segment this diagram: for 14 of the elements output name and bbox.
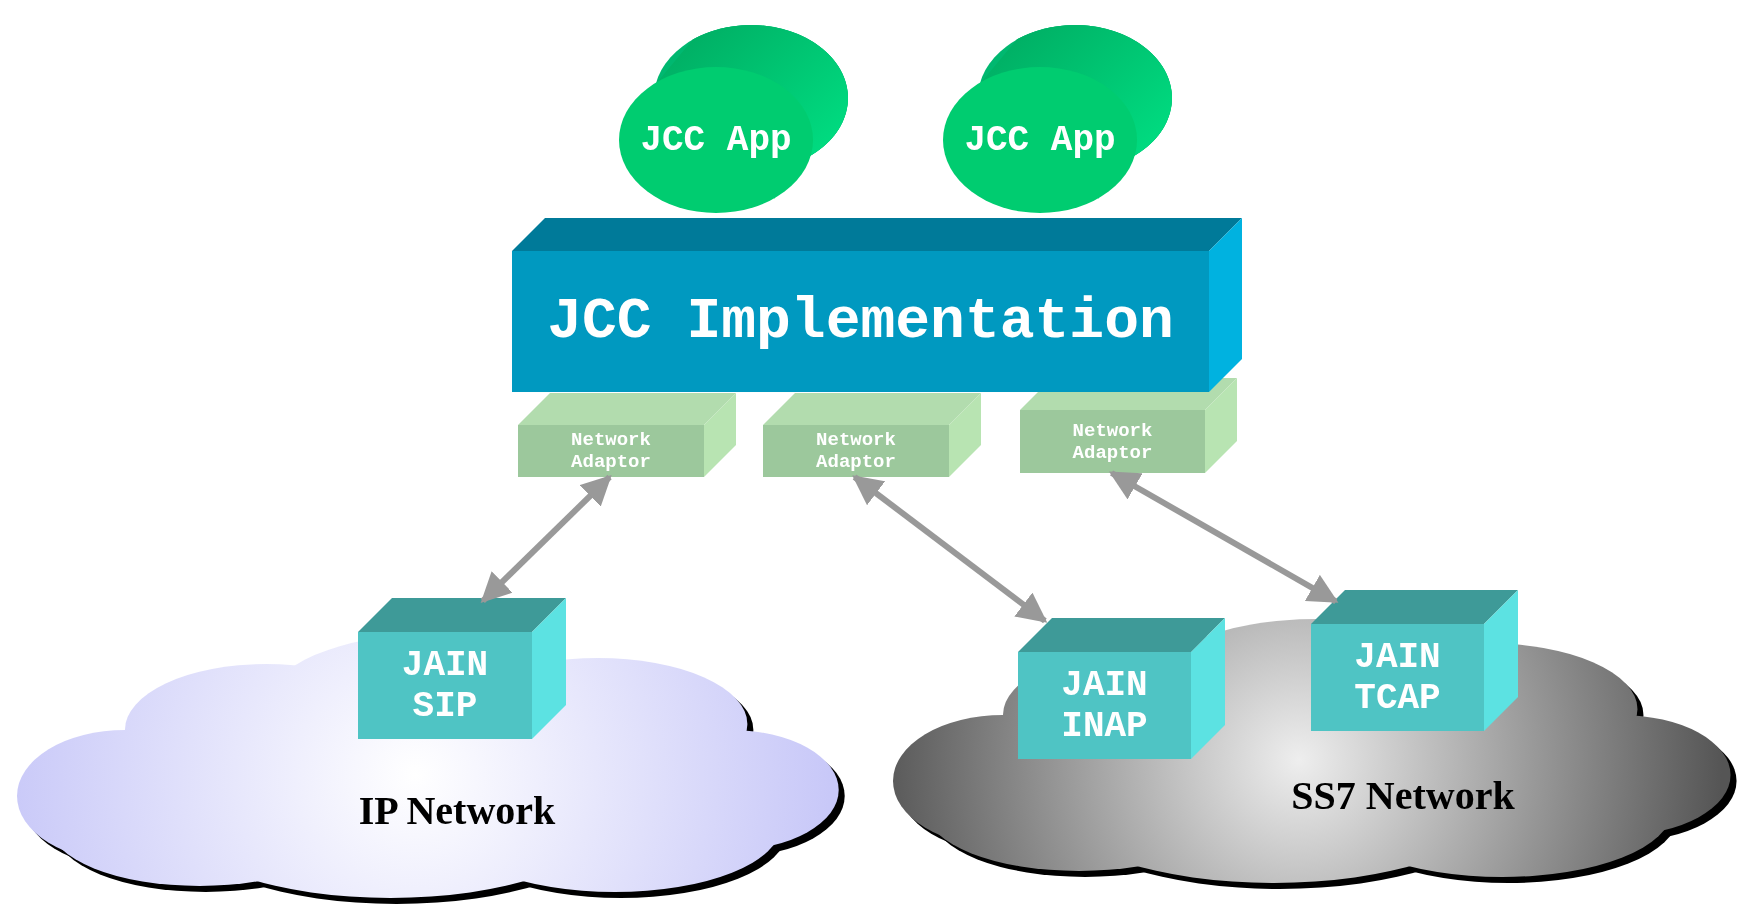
node-label: JCC App xyxy=(640,119,792,161)
node-label: Network Adaptor xyxy=(570,429,652,473)
node-label: JAIN TCAP xyxy=(1353,636,1442,719)
node-label: JCC App xyxy=(964,119,1116,161)
double-arrow xyxy=(852,474,1048,624)
node-label: JAIN SIP xyxy=(400,644,490,727)
node-label: Network Adaptor xyxy=(1071,419,1154,464)
double-arrow xyxy=(480,474,612,603)
double-arrow xyxy=(1108,470,1339,604)
node-label: JCC Implementation xyxy=(547,289,1174,354)
node-label: JAIN INAP xyxy=(1060,664,1149,747)
node-label: Network Adaptor xyxy=(815,429,897,473)
node-label: IP Network xyxy=(358,786,556,834)
node-label: SS7 Network xyxy=(1291,771,1515,819)
